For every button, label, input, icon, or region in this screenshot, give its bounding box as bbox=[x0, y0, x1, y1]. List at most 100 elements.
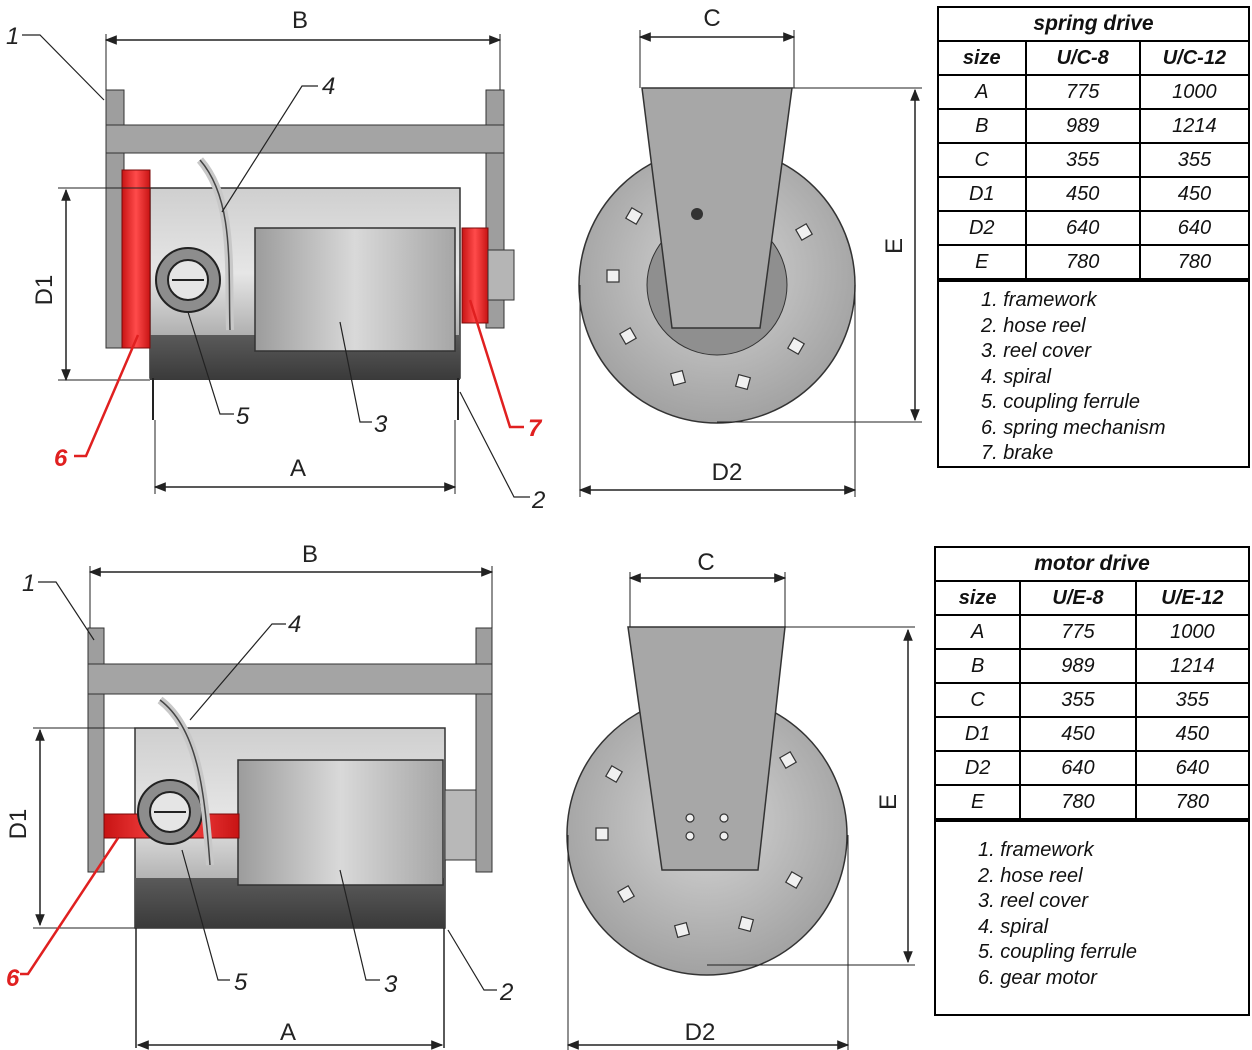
dim-d1-label-motor: D1 bbox=[5, 809, 32, 840]
cell: 450 bbox=[1019, 716, 1137, 752]
dim-d2-label-motor: D2 bbox=[685, 1019, 716, 1046]
reel-cover bbox=[254, 227, 456, 352]
legend-item: 4. spiral bbox=[978, 915, 1049, 938]
callout-4: 4 bbox=[322, 73, 335, 100]
legend-item: 3. reel cover bbox=[978, 890, 1089, 912]
dim-d2-label: D2 bbox=[712, 459, 743, 486]
motor-drive-legend: 1. framework 2. hose reel 3. reel cover … bbox=[936, 820, 1248, 995]
cell: 780 bbox=[1024, 244, 1141, 280]
cell: 355 bbox=[1024, 142, 1141, 178]
cell: D2 bbox=[936, 750, 1022, 786]
cell: 450 bbox=[1134, 716, 1248, 752]
legend-item: 1. framework bbox=[981, 289, 1097, 311]
motor-header-model-2: U/E-12 bbox=[1134, 580, 1248, 616]
spring-drive-title: spring drive bbox=[939, 8, 1248, 42]
frame-beam-motor bbox=[87, 663, 493, 695]
callout-1-motor: 1 bbox=[22, 570, 35, 597]
dim-a-label: A bbox=[290, 455, 306, 482]
legend-item: 5. coupling ferrule bbox=[978, 941, 1137, 963]
spring-header-model-2: U/C-12 bbox=[1138, 40, 1248, 76]
cell: 640 bbox=[1024, 210, 1141, 246]
motor-header-size: size bbox=[936, 580, 1022, 616]
cell: 989 bbox=[1019, 648, 1137, 684]
legend-item: 7. brake bbox=[981, 442, 1054, 464]
cell: 355 bbox=[1134, 682, 1248, 718]
dim-a-label-motor: A bbox=[280, 1019, 296, 1046]
legend-item: 3. reel cover bbox=[981, 340, 1092, 362]
cell: C bbox=[936, 682, 1022, 718]
legend-item: 4. spiral bbox=[981, 365, 1052, 388]
cell: B bbox=[936, 648, 1022, 684]
cell: 1214 bbox=[1138, 108, 1248, 144]
callout-6: 6 bbox=[54, 445, 68, 472]
disc-windows-motor bbox=[595, 750, 804, 939]
cell: 1000 bbox=[1138, 74, 1248, 110]
cell: D2 bbox=[939, 210, 1027, 246]
frame-beam bbox=[105, 124, 505, 154]
spring-header-size: size bbox=[939, 40, 1027, 76]
support-bracket-motor bbox=[627, 626, 786, 871]
dim-c-label-motor: C bbox=[697, 549, 714, 576]
legend-item: 1. framework bbox=[978, 839, 1094, 861]
cell: B bbox=[939, 108, 1027, 144]
brake bbox=[461, 227, 489, 324]
legend-item: 6. spring mechanism bbox=[981, 416, 1166, 439]
support-bracket bbox=[641, 87, 793, 329]
cell: E bbox=[936, 784, 1022, 820]
disc-windows bbox=[606, 206, 814, 391]
dim-c-label: C bbox=[703, 5, 720, 32]
cell: 640 bbox=[1134, 750, 1248, 786]
dim-e-label: E bbox=[881, 238, 908, 254]
cell: 355 bbox=[1019, 682, 1137, 718]
cell: E bbox=[939, 244, 1027, 280]
callout-3: 3 bbox=[374, 411, 388, 438]
spring-side-view: B D1 A 1 4 5 3 2 6 7 bbox=[6, 7, 545, 514]
cell: C bbox=[939, 142, 1027, 178]
reel-cover-motor bbox=[237, 759, 444, 886]
legend-item: 2. hose reel bbox=[978, 864, 1083, 887]
cell: 640 bbox=[1019, 750, 1137, 786]
cell: 775 bbox=[1024, 74, 1141, 110]
cell: 450 bbox=[1024, 176, 1141, 212]
spring-header-model-1: U/C-8 bbox=[1024, 40, 1141, 76]
cell: A bbox=[936, 614, 1022, 650]
motor-header-model-1: U/E-8 bbox=[1019, 580, 1137, 616]
cell: 640 bbox=[1138, 210, 1248, 246]
cell: 780 bbox=[1019, 784, 1137, 820]
cell: A bbox=[939, 74, 1027, 110]
callout-2: 2 bbox=[531, 487, 545, 514]
motor-drive-title: motor drive bbox=[936, 548, 1248, 582]
cell: 450 bbox=[1138, 176, 1248, 212]
spring-mechanism bbox=[121, 169, 151, 349]
cell: 355 bbox=[1138, 142, 1248, 178]
callout-5: 5 bbox=[236, 403, 250, 430]
legend-item: 2. hose reel bbox=[981, 314, 1086, 337]
legend-item: 5. coupling ferrule bbox=[981, 391, 1140, 413]
spring-drive-legend: 1. framework 2. hose reel 3. reel cover … bbox=[939, 280, 1248, 471]
cell: 1214 bbox=[1134, 648, 1248, 684]
callout-5-motor: 5 bbox=[234, 969, 248, 996]
dim-b-label-motor: B bbox=[302, 541, 318, 568]
legend-item: 6. gear motor bbox=[978, 966, 1097, 989]
cell: 775 bbox=[1019, 614, 1137, 650]
callout-4-motor: 4 bbox=[288, 611, 301, 638]
cell: D1 bbox=[939, 176, 1027, 212]
callout-3-motor: 3 bbox=[384, 971, 398, 998]
cell: 1000 bbox=[1134, 614, 1248, 650]
callout-7: 7 bbox=[528, 415, 543, 442]
dim-e-label-motor: E bbox=[875, 794, 902, 810]
cell: D1 bbox=[936, 716, 1022, 752]
motor-front-view: C E D2 bbox=[566, 549, 915, 1050]
